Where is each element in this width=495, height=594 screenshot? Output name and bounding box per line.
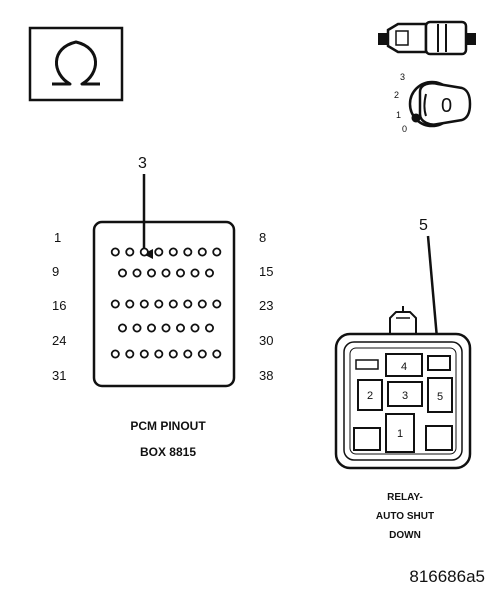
pcm-pin-hole [212,299,222,309]
pcm-pin-hole [161,323,171,333]
pcm-pin-label-30: 30 [259,333,273,348]
pcm-pin-hole [132,268,142,278]
ignition-key-icon: 3 2 1 0 0 [394,72,472,134]
pcm-pin-hole [183,299,193,309]
relay-callout-number: 5 [419,217,428,234]
pcm-pin-hole [110,349,120,359]
pcm-pin-hole [168,247,178,257]
pcm-pin-hole [125,349,135,359]
relay-terminal-label-1: 1 [397,428,403,440]
pcm-pin-array [110,247,222,359]
pcm-pin-hole [175,323,185,333]
pcm-pin-label-15: 15 [259,264,273,279]
connector-icon [378,20,476,56]
pcm-callout-number: 3 [138,155,147,172]
pcm-pin-label-38: 38 [259,368,273,383]
pcm-pin-hole [139,247,149,257]
relay-terminal-label-4: 4 [401,361,407,373]
pcm-pin-hole [175,268,185,278]
pcm-pin-hole [204,268,214,278]
pcm-pin-hole [139,349,149,359]
relay-terminal-label-3: 3 [402,390,408,402]
relay-terminal-slot-small [355,359,379,370]
key-position-2: 2 [394,90,399,100]
pcm-pin-hole [197,349,207,359]
relay-terminal-3 [387,381,423,407]
relay-caption-line2: AUTO SHUT [376,511,434,522]
pcm-pin-hole [190,323,200,333]
pcm-pin-hole [204,323,214,333]
pcm-pin-hole [197,247,207,257]
pcm-pin-hole [183,349,193,359]
pcm-pin-hole [183,247,193,257]
pcm-pin-hole [110,247,120,257]
pcm-pin-label-8: 8 [259,230,266,245]
pcm-pin-label-16: 16 [52,298,66,313]
key-position-3: 3 [400,72,405,82]
pcm-pin-hole [139,299,149,309]
pcm-pin-label-9: 9 [52,264,59,279]
relay: 5 4 2 3 5 1 RELAY- AUTO SHUT DOWN [334,217,472,541]
pcm-pin-hole [154,247,164,257]
relay-housing [334,332,472,470]
key-number: 0 [441,95,452,117]
relay-terminal-5 [427,377,453,413]
pcm-connector-body [92,220,236,388]
pcm-pin-hole [154,299,164,309]
relay-caption-line1: RELAY- [387,492,423,503]
pcm-pin-hole [132,323,142,333]
key-position-1: 1 [396,110,401,120]
relay-terminal-2 [357,379,383,411]
relay-caption-line3: DOWN [389,530,421,541]
pcm-pin-hole [146,268,156,278]
relay-terminal-4 [385,353,423,377]
pcm-pin-hole [161,268,171,278]
relay-terminal-label-2: 2 [367,390,373,402]
pcm-pin-hole [154,349,164,359]
pcm-pin-hole [125,247,135,257]
pcm-pin-label-24: 24 [52,333,66,348]
pcm-pin-label-31: 31 [52,368,66,383]
relay-terminal-slot-bottom-left [353,427,381,451]
pcm-caption-line1: PCM PINOUT [130,419,206,433]
pcm-caption-line2: BOX 8815 [140,445,196,459]
pcm-pin-hole [168,349,178,359]
pcm-pin-hole [118,323,128,333]
pcm-pin-hole [197,299,207,309]
pcm-pin-hole [212,247,222,257]
pcm-pin-hole [212,349,222,359]
pcm-connector: 3 1 9 16 24 31 8 15 23 30 38 PCM PINOUT … [52,155,273,459]
pcm-pin-hole [125,299,135,309]
pcm-pin-hole [110,299,120,309]
relay-terminal-slot-bottom-right [425,425,453,451]
ohmmeter-symbol: Ω [28,26,124,102]
pcm-pin-hole [168,299,178,309]
pcm-pin-label-23: 23 [259,298,273,313]
pcm-pin-hole [146,323,156,333]
relay-terminal-label-5: 5 [437,391,443,403]
pcm-pin-hole [118,268,128,278]
key-position-0: 0 [402,124,407,134]
pcm-pin-label-1: 1 [54,230,61,245]
pcm-pin-hole [190,268,200,278]
relay-terminal-slot-right [427,355,451,371]
figure-id: 816686a5 [409,567,485,586]
relay-terminal-1 [385,413,415,453]
